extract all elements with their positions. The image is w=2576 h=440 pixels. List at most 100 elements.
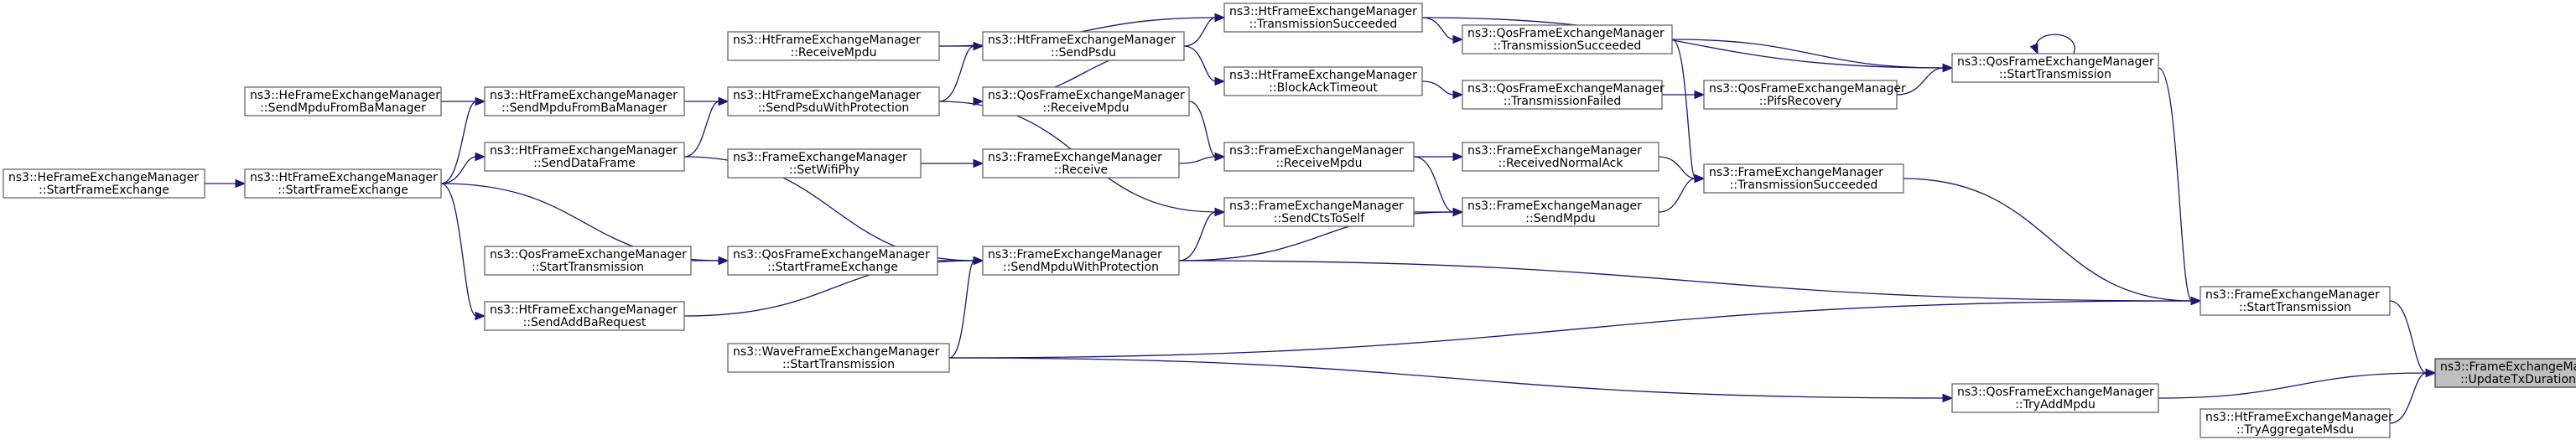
call-edge — [1414, 207, 1464, 217]
node-method-label: ::ReceiveMpdu — [1043, 101, 1130, 115]
call-edge — [1178, 260, 2202, 306]
node-he-send-mpdu-ba[interactable]: ns3::HeFrameExchangeManager::SendMpduFro… — [244, 86, 442, 116]
edge-line — [1178, 211, 1217, 261]
node-ht-send-psdu[interactable]: ns3::HtFrameExchangeManager::SendPsdu — [982, 31, 1185, 61]
node-fe-start-tx[interactable]: ns3::FrameExchangeManager::StartTransmis… — [2199, 286, 2391, 316]
node-box — [1223, 197, 1415, 227]
call-edge — [1183, 13, 1226, 47]
node-ht-blockack-timeout[interactable]: ns3::HtFrameExchangeManager::BlockAckTim… — [1223, 66, 1423, 96]
node-class-label: ns3::FrameExchangeManager — [988, 248, 1162, 261]
edge-arrowhead — [2029, 43, 2038, 55]
call-edge — [1421, 17, 1464, 44]
edge-line — [440, 156, 477, 184]
call-edge — [2389, 368, 2437, 424]
node-fe-update-txduration[interactable]: ns3::FrameExchangeManager::UpdateTxDurat… — [2434, 358, 2576, 388]
node-box — [244, 86, 442, 116]
node-qos-start-fe[interactable]: ns3::QosFrameExchangeManager::StartFrame… — [727, 246, 938, 276]
node-box — [1223, 142, 1415, 172]
call-edge — [921, 158, 984, 168]
node-fe-receive[interactable]: ns3::FrameExchangeManager::Receive — [982, 148, 1180, 179]
edge-arrowhead — [1214, 13, 1226, 23]
edge-line — [1188, 101, 1217, 158]
node-qos-receive-mpdu[interactable]: ns3::QosFrameExchangeManager::ReceiveMpd… — [982, 86, 1190, 116]
node-box — [727, 246, 938, 276]
edge-line — [948, 260, 975, 359]
node-method-label: ::StartTransmission — [782, 358, 895, 371]
node-box — [484, 142, 685, 172]
edge-line — [1183, 17, 1217, 47]
call-edge — [948, 357, 1954, 403]
node-method-label: ::SendMpdu — [1525, 212, 1595, 225]
node-box — [982, 246, 1180, 276]
node-box — [1462, 80, 1663, 110]
node-qos-try-add-mpdu[interactable]: ns3::QosFrameExchangeManager::TryAddMpdu — [1951, 383, 2159, 413]
node-method-label: ::SendAddBaRequest — [523, 316, 647, 329]
edge-arrowhead — [2425, 368, 2437, 378]
node-ht-try-aggregate-msdu[interactable]: ns3::HtFrameExchangeManager::TryAggregat… — [2199, 408, 2393, 438]
node-method-label: ::ReceiveMpdu — [1276, 157, 1363, 170]
node-fe-send-cts[interactable]: ns3::FrameExchangeManager::SendCtsToSelf — [1223, 197, 1415, 227]
node-fe-receive-mpdu[interactable]: ns3::FrameExchangeManager::ReceiveMpdu — [1223, 142, 1415, 172]
node-fe-send-mpdu-prot[interactable]: ns3::FrameExchangeManager::SendMpduWithP… — [982, 246, 1180, 276]
node-box — [982, 86, 1190, 116]
node-class-label: ns3::QosFrameExchangeManager — [1467, 27, 1665, 40]
call-edge — [204, 179, 247, 189]
node-class-label: ns3::HtFrameExchangeManager — [1229, 5, 1417, 18]
node-method-label: ::SendDataFrame — [533, 157, 636, 170]
node-class-label: ns3::FrameExchangeManager — [2440, 360, 2576, 374]
node-qos-start-tx-right[interactable]: ns3::QosFrameExchangeManager::StartTrans… — [1951, 53, 2159, 83]
call-edge — [2158, 368, 2437, 399]
node-class-label: ns3::FrameExchangeManager — [1709, 166, 1883, 179]
node-class-label: ns3::FrameExchangeManager — [1467, 199, 1642, 213]
node-qos-start-tx-left[interactable]: ns3::QosFrameExchangeManager::StartTrans… — [484, 246, 692, 276]
node-method-label: ::SendCtsToSelf — [1274, 212, 1365, 225]
edge-arrowhead — [973, 96, 984, 106]
node-ht-send-psdu-prot[interactable]: ns3::HtFrameExchangeManager::SendPsduWit… — [727, 86, 940, 116]
node-wave-start-tx[interactable]: ns3::WaveFrameExchangeManager::StartTran… — [727, 343, 950, 373]
call-edge — [691, 256, 730, 266]
node-class-label: ns3::FrameExchangeManager — [1229, 199, 1404, 213]
node-method-label: ::SetWifiPhy — [789, 163, 860, 177]
node-fe-set-wifiphy[interactable]: ns3::FrameExchangeManager::SetWifiPhy — [727, 148, 922, 179]
node-qos-tx-failed[interactable]: ns3::QosFrameExchangeManager::Transmissi… — [1462, 80, 1665, 110]
node-ht-tx-succeeded[interactable]: ns3::HtFrameExchangeManager::Transmissio… — [1223, 3, 1423, 33]
edge-arrowhead — [235, 179, 247, 189]
edge-arrowhead — [475, 311, 486, 321]
edge-line — [2389, 372, 2428, 424]
node-method-label: ::StartTransmission — [532, 261, 644, 274]
node-class-label: ns3::HtFrameExchangeManager — [250, 171, 438, 184]
node-class-label: ns3::HtFrameExchangeManager — [490, 89, 678, 102]
node-class-label: ns3::QosFrameExchangeManager — [1709, 82, 1906, 96]
node-fe-tx-succeeded[interactable]: ns3::FrameExchangeManager::TransmissionS… — [1703, 163, 1904, 194]
edge-arrowhead — [1452, 34, 1464, 44]
call-edge — [683, 96, 730, 158]
edge-arrowhead — [1694, 90, 1706, 100]
node-class-label: ns3::HtFrameExchangeManager — [733, 34, 921, 47]
node-method-label: ::TryAddMpdu — [2015, 398, 2096, 412]
node-ht-send-mpdu-ba[interactable]: ns3::HtFrameExchangeManager::SendMpduFro… — [484, 86, 685, 116]
node-qos-tx-succeeded[interactable]: ns3::QosFrameExchangeManager::Transmissi… — [1462, 24, 1673, 54]
node-method-label: ::PifsRecovery — [1759, 95, 1842, 108]
call-edge — [2029, 34, 2075, 55]
node-ht-receive-mpdu[interactable]: ns3::HtFrameExchangeManager::ReceiveMpdu — [727, 31, 940, 61]
edge-arrowhead — [1214, 207, 1226, 217]
node-ht-send-addba[interactable]: ns3::HtFrameExchangeManager::SendAddBaRe… — [484, 301, 685, 331]
node-ht-start-fe[interactable]: ns3::HtFrameExchangeManager::StartFrameE… — [244, 168, 442, 199]
node-qos-pifs-recovery[interactable]: ns3::QosFrameExchangeManager::PifsRecove… — [1703, 80, 1906, 110]
edge-line — [1178, 260, 2193, 302]
call-edge — [1178, 152, 1226, 164]
node-fe-received-normal-ack[interactable]: ns3::FrameExchangeManager::ReceivedNorma… — [1462, 142, 1659, 172]
node-ht-send-data[interactable]: ns3::HtFrameExchangeManager::SendDataFra… — [484, 142, 685, 172]
call-edge — [1178, 207, 1226, 261]
edge-line — [1421, 80, 1455, 96]
node-method-label: ::ReceiveMpdu — [791, 46, 877, 60]
node-method-label: ::SendPsdu — [1051, 46, 1116, 60]
node-box — [727, 343, 950, 373]
edge-line — [1671, 39, 1696, 179]
node-he-start-fe[interactable]: ns3::HeFrameExchangeManager::StartFrameE… — [3, 168, 205, 199]
edge-line — [948, 357, 1945, 399]
node-fe-send-mpdu[interactable]: ns3::FrameExchangeManager::SendMpdu — [1462, 197, 1659, 227]
edge-arrowhead — [718, 96, 730, 106]
edge-arrowhead — [1452, 207, 1464, 217]
